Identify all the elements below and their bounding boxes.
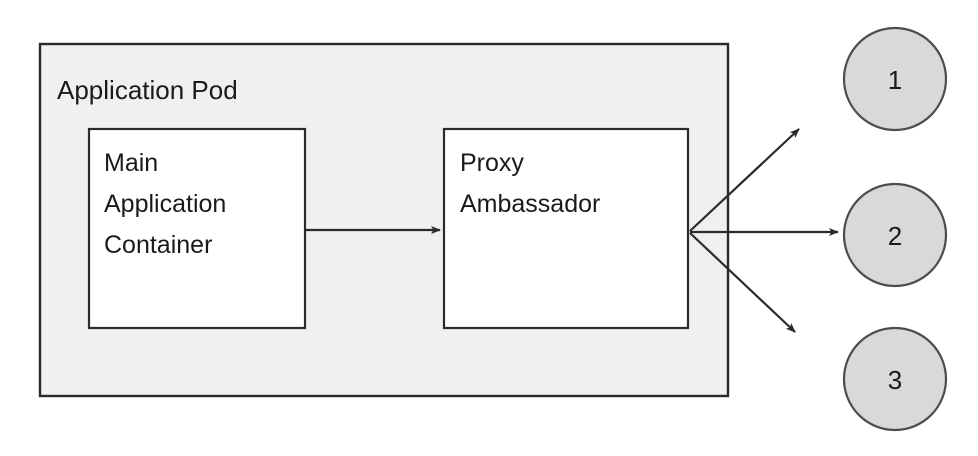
main-application-container-label-line-2: Application bbox=[104, 190, 226, 218]
service-node-2[interactable]: 2 bbox=[842, 182, 948, 288]
proxy-ambassador-box[interactable] bbox=[442, 127, 690, 330]
service-circle-2-label: 2 bbox=[888, 221, 902, 251]
main-application-container-box[interactable] bbox=[87, 127, 307, 330]
main-application-container-group[interactable]: Main Application Container bbox=[87, 127, 307, 330]
service-node-3[interactable]: 3 bbox=[842, 326, 948, 432]
service-circle-3[interactable] bbox=[842, 326, 948, 432]
application-pod-label: Application Pod bbox=[57, 75, 238, 105]
service-circle-1-label: 1 bbox=[888, 65, 902, 95]
service-node-1[interactable]: 1 bbox=[842, 26, 948, 132]
proxy-ambassador-group[interactable]: Proxy Ambassador bbox=[442, 127, 690, 330]
main-application-container-label-line-1: Main bbox=[104, 149, 158, 177]
connector-proxy-to-service-1[interactable] bbox=[689, 128, 800, 232]
service-circle-1[interactable] bbox=[842, 26, 948, 132]
service-circle-3-label: 3 bbox=[888, 365, 902, 395]
service-circle-2[interactable] bbox=[842, 182, 948, 288]
connector-proxy-to-service-3[interactable] bbox=[689, 232, 796, 333]
proxy-ambassador-label-line-2: Ambassador bbox=[460, 190, 600, 218]
proxy-ambassador-label-line-1: Proxy bbox=[460, 149, 524, 177]
main-application-container-label-line-3: Container bbox=[104, 231, 212, 259]
